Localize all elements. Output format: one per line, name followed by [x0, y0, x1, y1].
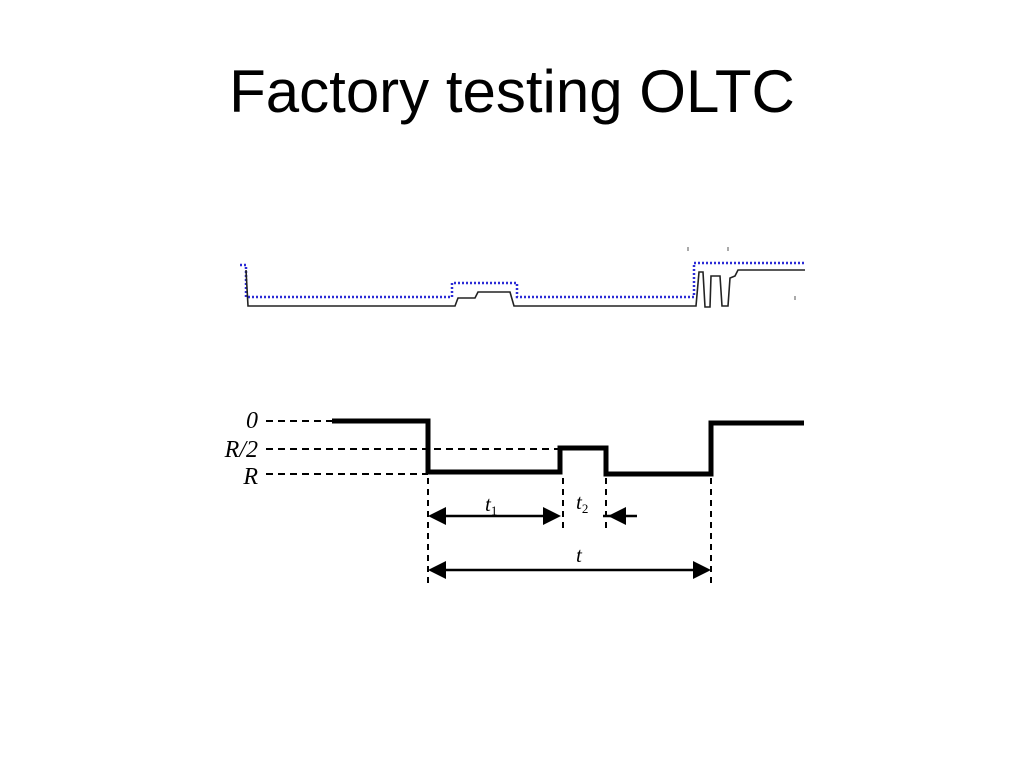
t-interval-arrow: [428, 561, 711, 579]
step-waveform: [332, 418, 804, 477]
t2-interval-arrow: [603, 507, 637, 525]
interval-label-t1: t1: [485, 492, 497, 518]
level-label-r: R: [242, 464, 258, 490]
solid-measured-trace: [245, 269, 805, 308]
t1-interval-arrow: [428, 507, 561, 525]
resistance-waveform: 0 R/2 R t1: [224, 408, 804, 585]
interval-label-t: t: [576, 543, 583, 567]
level-label-zero: 0: [246, 408, 258, 434]
slide-title: Factory testing OLTC: [229, 58, 795, 125]
measured-trace: [240, 247, 805, 308]
level-label-half-r: R/2: [224, 437, 258, 463]
interval-label-t2: t2: [576, 490, 588, 516]
